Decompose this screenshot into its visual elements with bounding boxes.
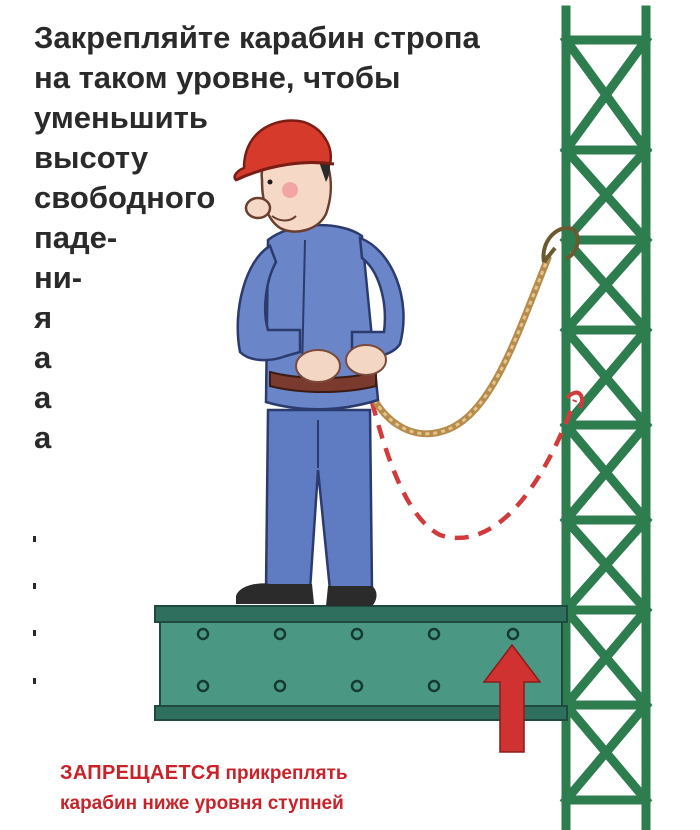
headline-line: на таком уровне, чтобы — [34, 60, 401, 95]
trailing-dots — [33, 536, 36, 684]
prohibition-warning: ЗАПРЕЩАЕТСЯ прикреплять карабин ниже уро… — [60, 758, 500, 819]
headline-line: я — [34, 300, 53, 335]
lattice-tower — [559, 5, 653, 830]
warning-line-2: карабин ниже уровня ступней — [60, 793, 344, 814]
up-arrow-icon — [482, 643, 542, 753]
headline-line: высоту — [34, 140, 149, 175]
steel-beam — [154, 605, 568, 721]
worker-figure — [233, 119, 405, 606]
headline-line: свободного — [34, 180, 216, 215]
headline-line: паде- — [34, 220, 118, 255]
instruction-text: Закрепляйте карабин стропа на таком уров… — [34, 18, 480, 458]
warning-line-1-rest: прикреплять — [220, 763, 348, 784]
headline-line: Закрепляйте карабин стропа — [34, 20, 480, 55]
headline-line: а — [34, 380, 52, 415]
warning-emphasis: ЗАПРЕЩАЕТСЯ — [60, 762, 221, 784]
warning-line-1: ЗАПРЕЩАЕТСЯ прикреплять — [60, 758, 500, 789]
carabiner-icon — [541, 226, 580, 264]
headline-line: уменьшить — [34, 100, 208, 135]
headline-line: а — [34, 420, 52, 455]
headline-line: а — [34, 340, 52, 375]
dashed-lanyard — [369, 399, 578, 541]
headline-line: ни- — [34, 260, 83, 295]
